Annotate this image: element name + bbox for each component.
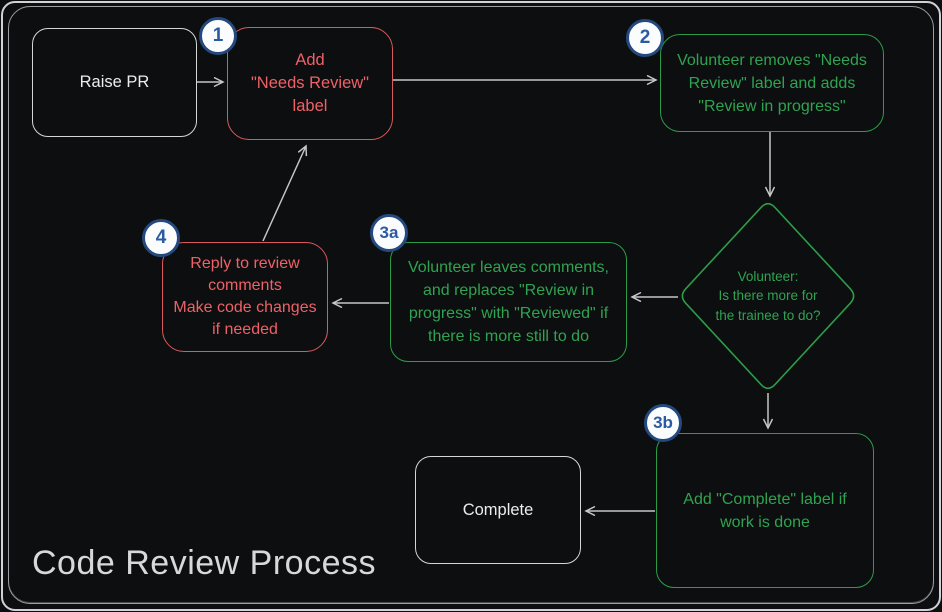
decision-diamond <box>681 202 855 390</box>
node-reply-to-review-comments: Reply to review comments Make code chang… <box>162 242 328 352</box>
decision-node-label: Volunteer: Is there more for the trainee… <box>715 268 821 323</box>
arrow-reply-to-needsreview <box>262 146 306 242</box>
node-add-complete-label: Add "Complete" label if work is done <box>656 433 874 588</box>
step-badge-4: 4 <box>142 219 180 257</box>
node-volunteer-leaves-comments: Volunteer leaves comments, and replaces … <box>390 242 627 362</box>
node-raise-pr: Raise PR <box>32 28 197 137</box>
step-badge-3a: 3a <box>370 214 408 252</box>
node-volunteer-removes-label: Volunteer removes "Needs Review" label a… <box>660 34 884 132</box>
step-badge-1: 1 <box>199 17 237 55</box>
node-complete: Complete <box>415 456 581 564</box>
step-badge-3b: 3b <box>644 404 682 442</box>
step-badge-2: 2 <box>626 19 664 57</box>
node-add-needs-review-label: Add "Needs Review" label <box>227 27 393 140</box>
diagram-title: Code Review Process <box>32 544 376 582</box>
